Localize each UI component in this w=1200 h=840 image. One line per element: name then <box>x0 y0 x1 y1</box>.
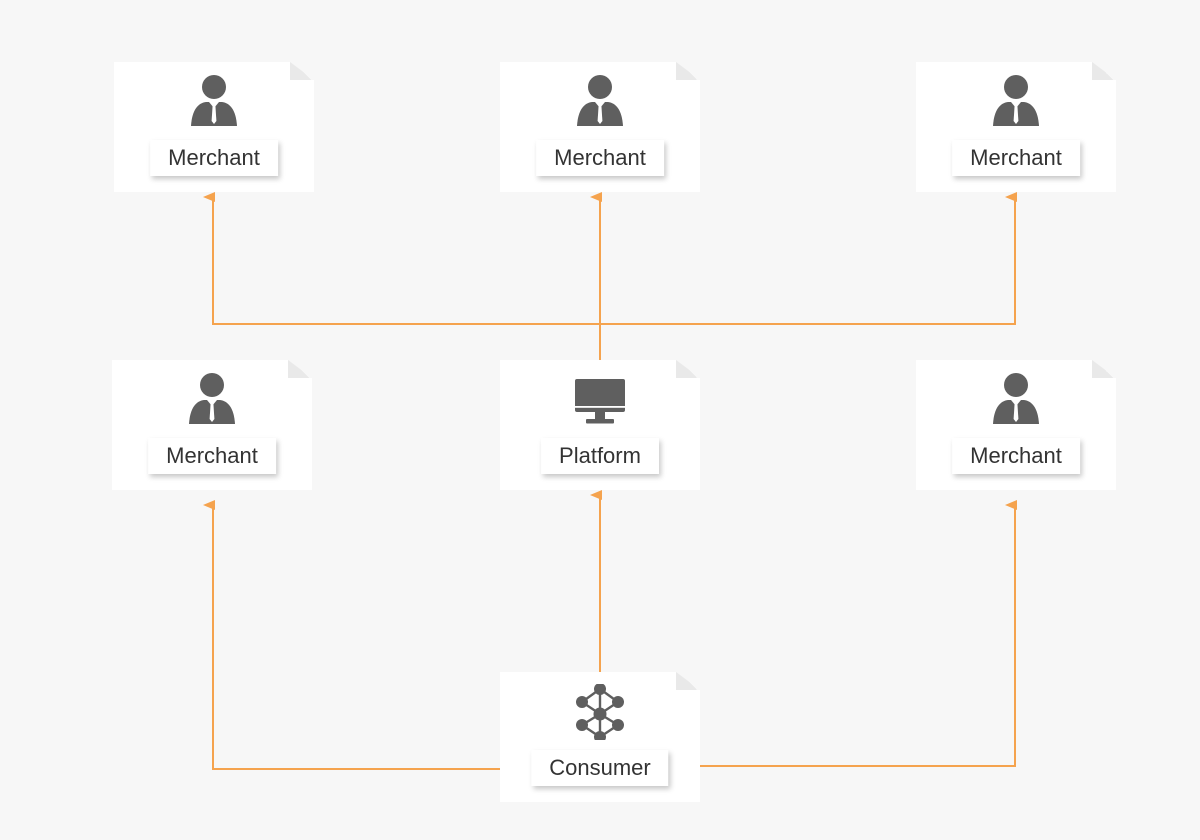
node-merchant-top-left[interactable]: Merchant <box>114 62 314 192</box>
person-icon <box>577 75 623 126</box>
arrow-consumer-to-merchant-mid-left <box>203 500 500 770</box>
node-platform[interactable]: Platform <box>500 360 700 490</box>
node-label: Merchant <box>952 438 1080 474</box>
person-icon <box>993 75 1039 126</box>
node-label: Merchant <box>952 140 1080 176</box>
person-icon <box>191 75 237 126</box>
node-merchant-mid-left[interactable]: Merchant <box>112 360 312 490</box>
node-label: Merchant <box>148 438 276 474</box>
arrow-platform-to-merchant-top-left <box>203 192 601 360</box>
node-merchant-top-center[interactable]: Merchant <box>500 62 700 192</box>
node-label: Merchant <box>150 140 278 176</box>
node-label: Merchant <box>536 140 664 176</box>
node-label: Consumer <box>531 750 669 786</box>
arrow-platform-to-merchant-top-right <box>600 192 1017 325</box>
person-icon <box>993 373 1039 424</box>
node-consumer[interactable]: Consumer <box>500 672 700 802</box>
network-icon <box>576 684 624 740</box>
node-merchant-mid-right[interactable]: Merchant <box>916 360 1116 490</box>
monitor-icon <box>575 379 625 424</box>
person-icon <box>189 373 235 424</box>
node-label: Platform <box>541 438 659 474</box>
arrow-consumer-to-merchant-mid-right <box>700 500 1017 767</box>
node-merchant-top-right[interactable]: Merchant <box>916 62 1116 192</box>
